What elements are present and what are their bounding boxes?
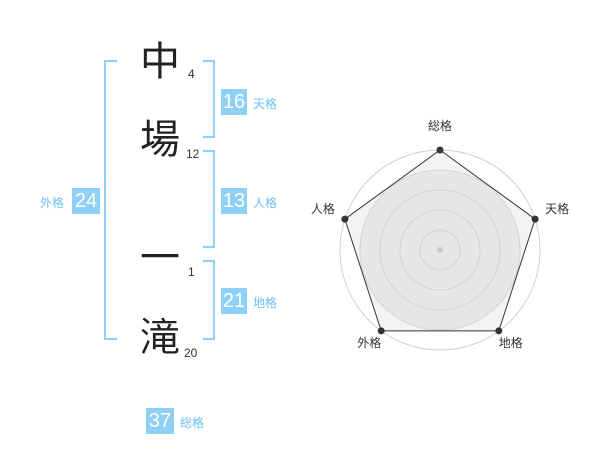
tenkaku-bracket (203, 60, 215, 138)
jinkaku-bracket (203, 150, 215, 248)
chikaku-bracket (203, 260, 215, 340)
radar-grid (339, 149, 541, 351)
radar-ring-1 (419, 229, 461, 271)
name-char-2: 場 (140, 117, 180, 163)
radar-series-polygon (344, 149, 536, 332)
radar-axis-label-2: 天格 (545, 201, 569, 216)
soukaku-label: 総格 (180, 416, 205, 430)
jinkaku-label: 人格 (253, 196, 278, 210)
radar-ring-2 (399, 209, 481, 291)
radar-point-1 (436, 146, 444, 154)
radar-point-2 (531, 215, 539, 223)
stroke-count-4: 20 (184, 346, 198, 360)
gaikaku-value: 24 (72, 188, 100, 214)
radar-point-4 (377, 327, 385, 335)
radar-point-3 (495, 327, 503, 335)
stroke-count-2: 12 (186, 147, 200, 161)
tenkaku-label: 天格 (253, 97, 278, 111)
name-char-4: 滝 (140, 315, 180, 361)
gaikaku-bracket (104, 60, 117, 340)
stroke-count-1: 4 (188, 67, 195, 81)
radar-axis-label-3: 地格 (499, 335, 523, 350)
radar-point-5 (341, 215, 349, 223)
jinkaku-value: 13 (221, 188, 247, 214)
chikaku-value: 21 (221, 288, 247, 314)
radar-axis-label-1: 総格 (428, 118, 452, 133)
name-char-3: 一 (140, 235, 180, 281)
radar-series (341, 146, 539, 335)
soukaku-value: 37 (146, 408, 174, 434)
tenkaku-value: 16 (221, 89, 247, 115)
radar-ring-3 (379, 189, 501, 311)
name-char-1: 中 (140, 39, 180, 85)
radar-center-dot (437, 247, 443, 253)
chikaku-label: 地格 (253, 296, 278, 310)
stroke-count-3: 1 (188, 265, 195, 279)
radar-axis-label-5: 人格 (311, 201, 335, 216)
gaikaku-label: 外格 (40, 196, 65, 210)
radar-axis-label-4: 外格 (357, 335, 381, 350)
